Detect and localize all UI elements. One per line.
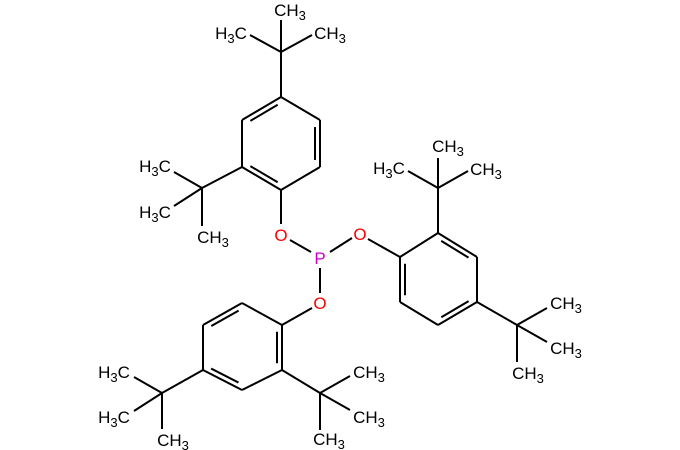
bond-single <box>281 369 321 394</box>
bond-single <box>516 324 548 343</box>
atom-label-h3c: H3C <box>98 363 130 385</box>
atom-label-ch3: CH3 <box>550 339 582 361</box>
atom-label-o: O <box>313 294 326 313</box>
bond-single <box>476 301 518 326</box>
atom-label-ch3: CH3 <box>314 24 346 46</box>
bond-single <box>329 237 353 253</box>
atom-label-o: O <box>353 225 366 244</box>
bond-single <box>173 187 203 207</box>
bond-single <box>367 238 401 258</box>
bond-single <box>133 376 163 394</box>
bond-single <box>173 171 203 189</box>
atom-label-o: O <box>274 226 287 245</box>
bond-double-inner <box>210 309 240 327</box>
atom-label-ch3: CH3 <box>197 228 229 250</box>
bond-single <box>201 166 243 189</box>
bond-double-main <box>202 369 243 391</box>
atom-label-ch3: CH3 <box>432 137 464 159</box>
bond-single <box>241 369 283 391</box>
bond-double-inner <box>440 240 470 259</box>
atom-label-ch3: CH3 <box>157 431 189 450</box>
bond-double-main <box>241 96 282 121</box>
bond-single <box>516 307 548 326</box>
bond-double-main <box>241 166 282 191</box>
atom-label-h3c: H3C <box>373 159 405 181</box>
bond-single <box>399 232 439 258</box>
bond-single <box>319 392 351 411</box>
bond-single <box>319 375 351 394</box>
atom-label-ch3: CH3 <box>353 363 385 385</box>
bond-single <box>241 302 283 326</box>
bond-single <box>289 239 312 253</box>
bond-single <box>133 392 163 412</box>
bond-double-main <box>437 232 478 258</box>
atom-label-ch3: CH3 <box>274 1 306 23</box>
bond-double-inner <box>210 367 239 384</box>
bond-single <box>437 170 469 189</box>
bond-single <box>249 34 282 53</box>
atom-label-h3c: H3C <box>139 157 171 179</box>
bond-double-inner <box>249 103 279 122</box>
bond-single <box>281 307 313 326</box>
bond-single <box>280 166 321 191</box>
bond-double-main <box>437 301 478 326</box>
atom-label-h3c: H3C <box>215 24 247 46</box>
bond-double-inner <box>249 165 279 184</box>
atom-label-ch3: CH3 <box>512 364 544 386</box>
bond-single <box>407 170 439 189</box>
atom-label-p: P <box>314 249 325 268</box>
atom-label-ch3: CH3 <box>353 408 385 430</box>
atom-label-h3c: H3C <box>98 408 130 430</box>
bond-single <box>280 96 321 121</box>
bond-single <box>399 301 439 326</box>
bond-single <box>280 34 313 53</box>
bond-double-main <box>202 302 243 326</box>
bond-double-inner <box>440 300 470 319</box>
atom-label-ch3: CH3 <box>470 160 502 182</box>
atom-label-ch3: CH3 <box>313 430 345 450</box>
bond-single <box>161 369 204 394</box>
atom-label-h3c: H3C <box>139 203 171 225</box>
atom-label-ch3: CH3 <box>550 294 582 316</box>
